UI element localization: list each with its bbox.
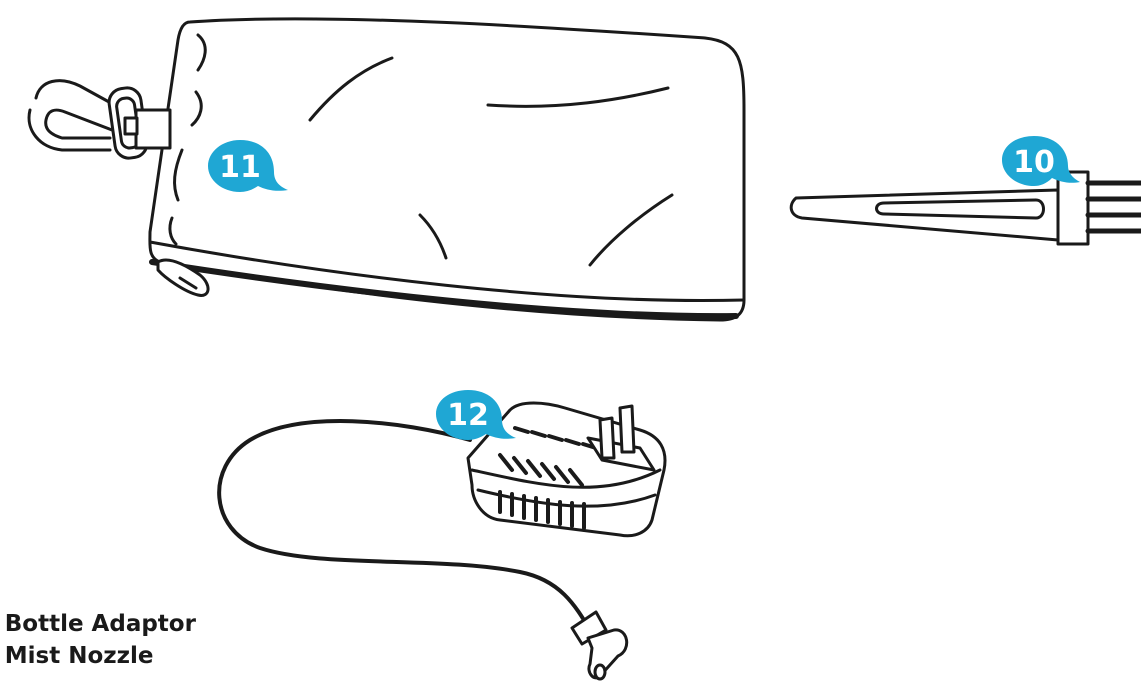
storage-bag: [148, 17, 746, 322]
callout-11-label: 11: [219, 150, 261, 185]
cleaning-brush: [789, 170, 1141, 246]
power-adapter: [217, 401, 667, 681]
callout-11: 11: [208, 140, 288, 192]
bag-clip: [27, 79, 172, 160]
parts-list-item-mist-nozzle: . Mist Nozzle: [0, 643, 154, 669]
callout-12-label: 12: [447, 398, 489, 433]
callout-10-label: 10: [1013, 145, 1055, 180]
callout-12: 12: [436, 390, 516, 440]
parts-list: . Bottle Adaptor . Mist Nozzle: [0, 608, 196, 672]
callout-10: 10: [1002, 136, 1080, 186]
parts-list-item-bottle-adaptor: . Bottle Adaptor: [0, 611, 196, 637]
